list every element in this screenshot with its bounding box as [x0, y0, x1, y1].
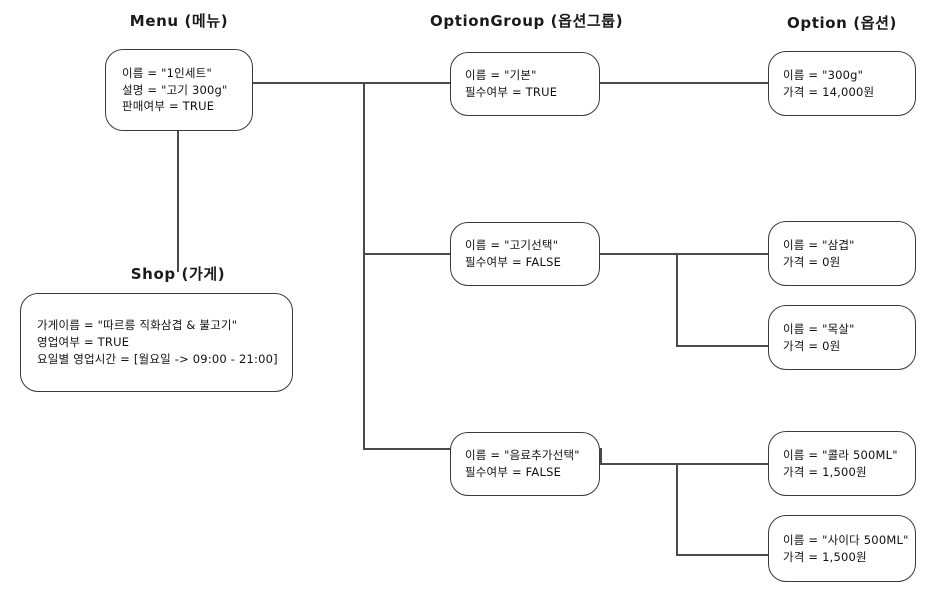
- node-option-group-1-line-2: 필수여부 = TRUE: [465, 85, 558, 99]
- node-option-1-line-1: 이름 = "300g": [783, 67, 864, 82]
- node-shop-line-1: 가게이름 = "따르릉 직화삼겹 & 불고기": [37, 318, 238, 333]
- node-option-3[interactable]: 이름 = "목살" 가격 = 0원: [768, 305, 916, 370]
- edge-option-group-3-branch-trunk: [676, 463, 678, 555]
- node-option-4-line-1: 이름 = "콜라 500ML": [783, 447, 898, 462]
- edge-trunk-to-option-group-1: [363, 82, 451, 84]
- node-shop[interactable]: 가게이름 = "따르릉 직화삼겹 & 불고기" 영업여부 = TRUE 요일별 …: [20, 293, 293, 392]
- node-menu[interactable]: 이름 = "1인세트" 설명 = "고기 300g" 판매여부 = TRUE: [105, 49, 253, 131]
- node-option-1[interactable]: 이름 = "300g" 가격 = 14,000원: [768, 51, 916, 116]
- node-option-5-line-1: 이름 = "사이다 500ML": [783, 532, 909, 547]
- node-option-group-2-line-2: 필수여부 = FALSE: [465, 255, 562, 269]
- node-option-group-1[interactable]: 이름 = "기본" 필수여부 = TRUE: [450, 52, 600, 116]
- edge-menu-to-shop: [177, 131, 179, 272]
- edge-option-group-3-link: [600, 448, 602, 464]
- edge-option-group-3-to-option-5: [676, 554, 769, 556]
- node-option-2-line-2: 가격 = 0원: [783, 254, 841, 269]
- node-menu-line-1: 이름 = "1인세트": [122, 65, 212, 80]
- node-option-3-line-2: 가격 = 0원: [783, 338, 841, 353]
- edge-trunk-to-option-group-3: [363, 448, 451, 450]
- node-option-5[interactable]: 이름 = "사이다 500ML" 가격 = 1,500원: [768, 515, 916, 582]
- node-menu-line-2: 설명 = "고기 300g": [122, 82, 228, 97]
- node-shop-line-3: 요일별 영업시간 = [월요일 -> 09:00 - 21:00]: [37, 351, 278, 366]
- column-title-option: Option (옵션): [787, 14, 897, 32]
- node-option-4[interactable]: 이름 = "콜라 500ML" 가격 = 1,500원: [768, 431, 916, 496]
- node-option-5-line-2: 가격 = 1,500원: [783, 549, 867, 564]
- node-option-2-line-1: 이름 = "삼겹": [783, 237, 855, 252]
- edge-option-group-3-stub: [600, 463, 677, 465]
- node-option-group-2[interactable]: 이름 = "고기선택" 필수여부 = FALSE: [450, 222, 600, 286]
- edge-option-group-2-branch-trunk: [676, 253, 678, 346]
- node-option-group-3-line-2: 필수여부 = FALSE: [465, 465, 562, 479]
- edge-option-group-2-stub: [600, 253, 677, 255]
- node-option-1-line-2: 가격 = 14,000원: [783, 84, 875, 99]
- edge-option-group-2-to-option-3: [676, 345, 769, 347]
- edge-trunk-option-groups: [363, 82, 365, 449]
- edge-option-group-1-to-option-1: [600, 82, 769, 84]
- node-option-3-line-1: 이름 = "목살": [783, 321, 855, 336]
- node-option-group-2-line-1: 이름 = "고기선택": [465, 238, 559, 253]
- node-option-group-1-line-1: 이름 = "기본": [465, 68, 537, 83]
- edge-menu-to-trunk: [252, 82, 364, 84]
- edge-option-group-3-to-option-4: [676, 463, 769, 465]
- column-title-shop: Shop (가게): [130, 265, 226, 283]
- node-option-2[interactable]: 이름 = "삼겹" 가격 = 0원: [768, 221, 916, 286]
- node-option-group-3[interactable]: 이름 = "음료추가선택" 필수여부 = FALSE: [450, 432, 600, 496]
- edge-trunk-to-option-group-2: [363, 253, 451, 255]
- column-title-menu: Menu (메뉴): [129, 12, 229, 30]
- node-option-group-3-line-1: 이름 = "음료추가선택": [465, 448, 580, 463]
- node-option-4-line-2: 가격 = 1,500원: [783, 464, 867, 479]
- node-menu-line-3: 판매여부 = TRUE: [122, 99, 215, 114]
- node-shop-line-2: 영업여부 = TRUE: [37, 335, 130, 350]
- column-title-option-group: OptionGroup (옵션그룹): [430, 12, 624, 30]
- edge-option-group-2-to-option-2: [676, 253, 769, 255]
